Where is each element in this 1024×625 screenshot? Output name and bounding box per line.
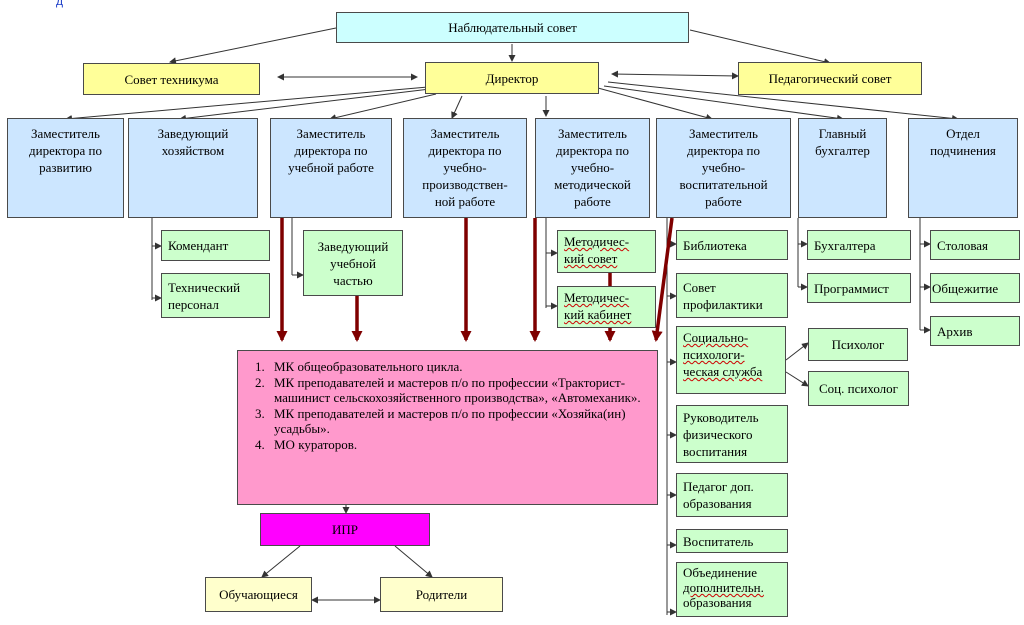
node-students: Обучающиеся (205, 577, 312, 612)
node-deputy-educational: Заместитель директора по учебно- воспита… (656, 118, 791, 218)
node-extra-ed-teacher: Педагог доп. образования (676, 473, 788, 517)
node-label: Соц. психолог (819, 381, 898, 396)
node-label: Заведующий учебной частью (317, 238, 389, 288)
node-deputy-development: Заместитель директора по развитию (7, 118, 124, 218)
node-label: Совет техникума (124, 71, 219, 87)
node-label: Архив (937, 323, 973, 339)
node-subordination-dept: Отдел подчинения (908, 118, 1018, 218)
mk-list-item: МО кураторов. (268, 437, 649, 453)
node-label: Заместитель директора по учебной работе (288, 126, 374, 175)
node-label: Заведующий хозяйством (157, 126, 229, 158)
node-label-line: Методичес- (564, 290, 630, 305)
node-label: Столовая (937, 237, 989, 253)
node-label-line: психологи- (683, 347, 745, 362)
node-label-line: Социально- (683, 330, 749, 345)
node-label: Совет профилактики (683, 279, 763, 312)
line-board-pedagogical (689, 29, 831, 66)
node-label: Заместитель директора по учебно- методич… (554, 126, 631, 209)
node-phys-ed-head: Руководитель физического воспитания (676, 405, 788, 463)
node-label: Наблюдательный совет (448, 20, 577, 35)
node-label: Общежитие (932, 280, 999, 296)
node-extra-ed-association: Объединение дополнительн. образования (676, 562, 788, 617)
node-label: Главный бухгалтер (815, 126, 870, 158)
node-supervisory-board: Наблюдательный совет (336, 12, 689, 43)
node-label: Технический персонал (168, 279, 241, 312)
node-prevention-council: Совет профилактики (676, 273, 788, 318)
node-deputy-academic: Заместитель директора по учебной работе (270, 118, 392, 218)
thick-arrows (276, 217, 674, 342)
node-label-line: кий совет (564, 251, 618, 266)
mk-list-item: МК преподавателей и мастеров п/о по проф… (268, 406, 649, 437)
node-archive: Архив (930, 316, 1020, 346)
node-deputy-industrial: Заместитель директора по учебно- произво… (403, 118, 527, 218)
node-social-psychologist: Соц. психолог (808, 371, 909, 406)
node-label: Заместитель директора по учебно- воспита… (679, 126, 768, 209)
node-label: Заместитель директора по развитию (29, 126, 102, 175)
node-library: Библиотека (676, 230, 788, 260)
node-director: Директор (425, 62, 599, 94)
node-ipr: ИПР (260, 513, 430, 546)
node-label: Бухгалтера (814, 237, 876, 253)
node-label-line: Объединение (683, 565, 757, 580)
node-label: Руководитель физического воспитания (683, 409, 759, 459)
node-label: Педагогический совет (768, 71, 892, 86)
node-label: Педагог доп. образования (683, 479, 754, 511)
bottom-connectors (261, 505, 433, 604)
node-accountants: Бухгалтера (807, 230, 911, 260)
node-label-line: ческая служба (683, 364, 763, 379)
node-psychologist: Психолог (808, 328, 908, 361)
mk-list-item: МК общеобразовательного цикла. (268, 359, 649, 375)
node-technical-staff: Технический персонал (161, 273, 270, 318)
mk-list-item: МК преподавателей и мастеров п/о по проф… (268, 375, 649, 406)
mk-list: МК общеобразовательного цикла. МК препод… (246, 359, 649, 452)
node-label: Директор (485, 70, 539, 86)
node-label-line: образования (683, 595, 752, 610)
node-parents: Родители (380, 577, 503, 612)
node-label: Обучающиеся (219, 587, 298, 602)
top-connectors (169, 27, 831, 81)
corner-text-fragment: д (56, 0, 64, 8)
node-methodical-office: Методичес- кий кабинет (557, 286, 656, 328)
line-director-pedagogical (611, 70, 739, 80)
director-fan-lines (65, 81, 959, 122)
node-label: Отдел подчинения (930, 126, 996, 158)
node-chief-accountant: Главный бухгалтер (798, 118, 887, 218)
node-deputy-methodical: Заместитель директора по учебно- методич… (535, 118, 650, 218)
node-head-academic-unit: Заведующий учебной частью (303, 230, 403, 296)
branch-connectors (151, 218, 931, 616)
node-label: Программист (814, 280, 889, 296)
node-label-line: Методичес- (564, 234, 630, 249)
node-college-council: Совет техникума (83, 63, 260, 95)
node-tutor: Воспитатель (676, 529, 788, 553)
node-label: Библиотека (683, 237, 747, 253)
node-label: Воспитатель (683, 533, 754, 549)
node-label: Психолог (831, 337, 885, 352)
node-dormitory: Общежитие (930, 273, 1020, 303)
node-canteen: Столовая (930, 230, 1020, 260)
node-social-psych-service: Социально- психологи- ческая служба (676, 326, 786, 394)
node-label: ИПР (331, 522, 358, 537)
line-board-college (169, 27, 337, 65)
node-programmer: Программист (807, 273, 911, 303)
node-methodical-council: Методичес- кий совет (557, 230, 656, 273)
node-label: Заместитель директора по учебно- произво… (422, 126, 508, 209)
node-label: Родители (415, 587, 468, 602)
node-head-facilities: Заведующий хозяйством (128, 118, 258, 218)
node-mk-list: МК общеобразовательного цикла. МК препод… (237, 350, 658, 505)
node-commandant: Комендант (161, 230, 270, 261)
node-pedagogical-council: Педагогический совет (738, 62, 922, 95)
node-label: Комендант (168, 238, 229, 253)
node-label-line: дополнительн. (683, 580, 764, 595)
node-label-line: кий кабинет (564, 307, 632, 322)
